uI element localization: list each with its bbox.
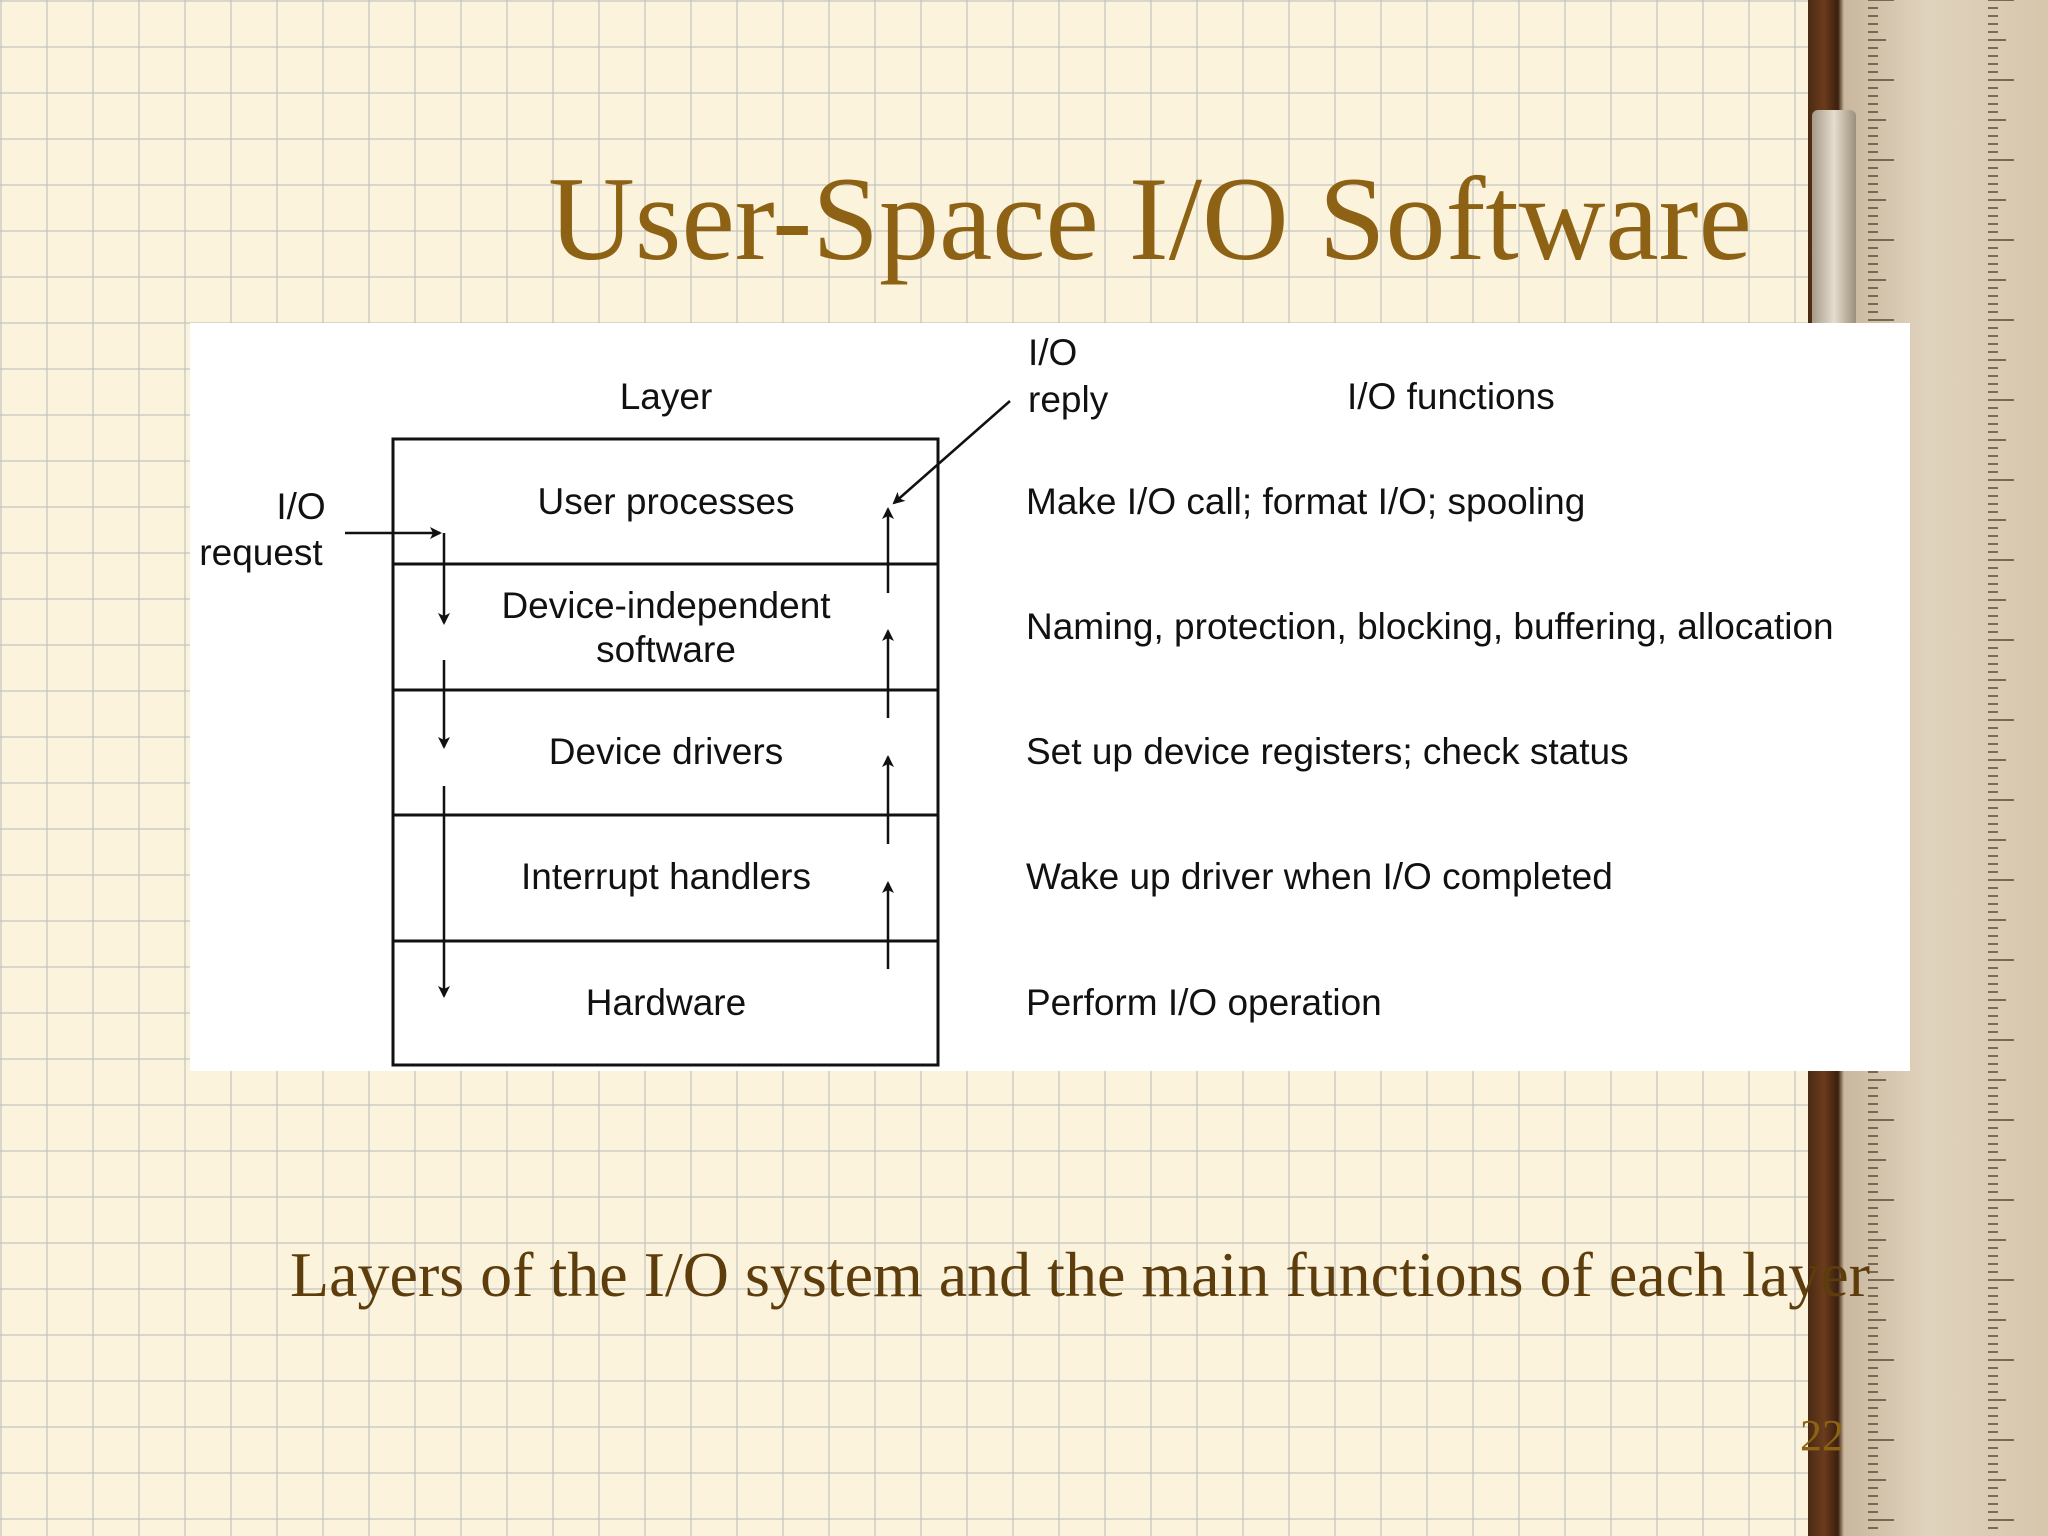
slide-title: User-Space I/O Software — [548, 152, 1752, 285]
layer-device-independent-line2: software — [596, 629, 736, 670]
function-interrupt-handlers: Wake up driver when I/O completed — [1026, 856, 1613, 897]
layer-column-header: Layer — [619, 376, 713, 417]
layer-interrupt-handlers: Interrupt handlers — [520, 856, 812, 897]
ruler-hinge — [1812, 110, 1856, 340]
io-reply-exit-arrow — [892, 400, 1011, 505]
layer-stack-box — [391, 437, 940, 1067]
io-request-label-line2: request — [199, 532, 323, 573]
slide-number: 22 — [1800, 1411, 1844, 1460]
function-user-processes: Make I/O call; format I/O; spooling — [1026, 481, 1586, 522]
functions-column-header: I/O functions — [1347, 376, 1555, 417]
layer-device-independent-line1: Device-independent — [501, 585, 831, 626]
io-reply-label-line1: I/O — [1028, 332, 1078, 373]
layer-hardware: Hardware — [585, 982, 747, 1023]
slide-caption: Layers of the I/O system and the main fu… — [290, 1239, 1870, 1310]
layer-diagram — [345, 400, 1011, 1067]
function-device-independent: Naming, protection, blocking, buffering,… — [1026, 606, 1834, 647]
function-device-drivers: Set up device registers; check status — [1026, 731, 1629, 772]
io-request-label-line1: I/O — [276, 486, 326, 527]
layer-device-drivers: Device drivers — [548, 731, 784, 772]
function-hardware: Perform I/O operation — [1026, 982, 1382, 1023]
io-reply-label-line2: reply — [1028, 379, 1109, 420]
layer-user-processes: User processes — [537, 481, 795, 522]
diagram-panel: Layer I/O reply I/O functions I/O reques… — [190, 323, 1910, 1071]
